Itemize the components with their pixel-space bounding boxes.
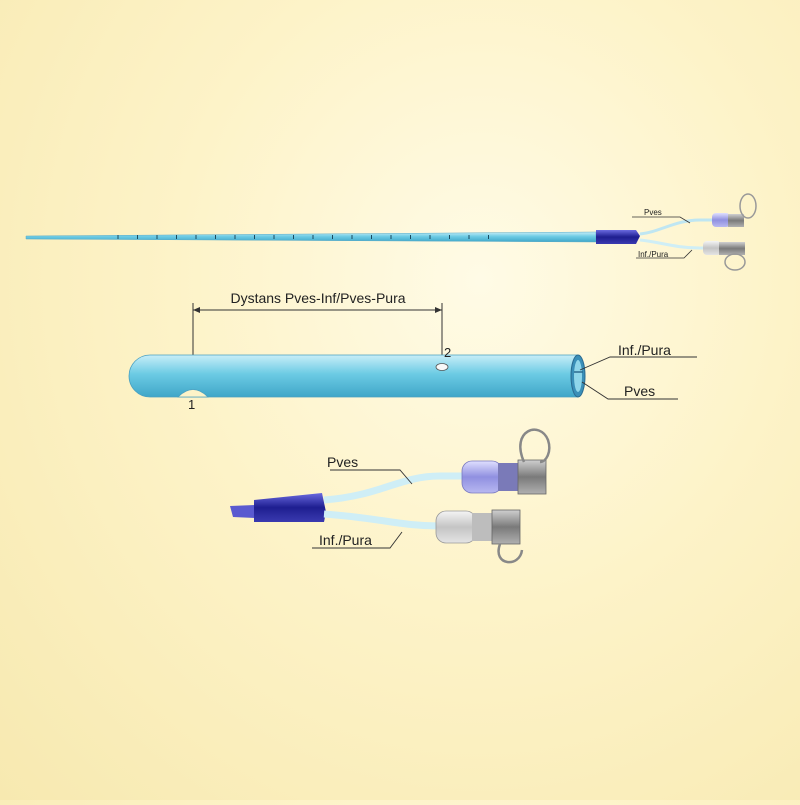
overview-catheter: Pves Inf./Pura <box>25 193 757 271</box>
overview-pves-cap-loop <box>739 193 757 219</box>
distance-caption: Dystans Pves-Inf/Pves-Pura <box>230 290 405 306</box>
connector-inf-cap <box>491 509 521 545</box>
connector-pves-tube <box>323 472 466 504</box>
overview-inf-cap <box>719 242 745 255</box>
overview-inf-line <box>639 238 705 250</box>
connector-hub <box>254 493 326 522</box>
connector-pves-neck <box>498 463 520 491</box>
connector-pves-cap <box>517 459 547 495</box>
overview-inf-cap-loop <box>724 253 746 271</box>
overview-inf-connector <box>703 241 721 255</box>
connector-inf-luer <box>435 510 477 544</box>
connector-inf-leader <box>312 531 403 549</box>
overview-depth-marks <box>117 235 489 239</box>
hole-2-label: 2 <box>444 345 451 360</box>
side-hole-2 <box>435 363 449 371</box>
connector-pves-label: Pves <box>327 454 358 470</box>
lumen-pves-label: Pves <box>624 383 655 399</box>
tip-tube-body <box>128 354 579 398</box>
connector-pves-cap-strap <box>519 428 551 464</box>
catheter-tip-detail: Dystans Pves-Inf/Pves-Pura 1 2 Inf./Pura… <box>128 290 697 412</box>
connector-shaft-stub <box>230 505 256 518</box>
connector-inf-neck <box>472 513 494 541</box>
overview-inf-pura-label: Inf./Pura <box>638 250 669 259</box>
lumen-inf-pura-leader <box>579 356 697 371</box>
hole-1-label: 1 <box>188 397 195 412</box>
connector-inf-tube <box>323 510 441 530</box>
overview-pves-cap <box>728 214 744 227</box>
lumen-inf-pura-label: Inf./Pura <box>618 342 671 358</box>
connector-pves-leader <box>330 469 413 485</box>
side-hole-1 <box>177 389 209 398</box>
overview-pves-connector <box>712 213 730 227</box>
lumen-pves-leader <box>581 381 678 400</box>
connector-pves-luer <box>461 460 503 494</box>
overview-pves-leader <box>632 216 691 224</box>
overview-pves-line <box>639 218 712 236</box>
connector-detail: Pves Inf./Pura <box>230 428 551 564</box>
overview-hub <box>596 230 640 244</box>
tip-lumen-opening <box>574 360 582 392</box>
overview-pves-label: Pves <box>644 208 662 217</box>
overview-inf-leader <box>636 249 693 259</box>
connector-inf-cap-strap <box>497 543 524 564</box>
overview-catheter-shaft <box>25 231 597 243</box>
connector-inf-pura-label: Inf./Pura <box>319 532 372 548</box>
